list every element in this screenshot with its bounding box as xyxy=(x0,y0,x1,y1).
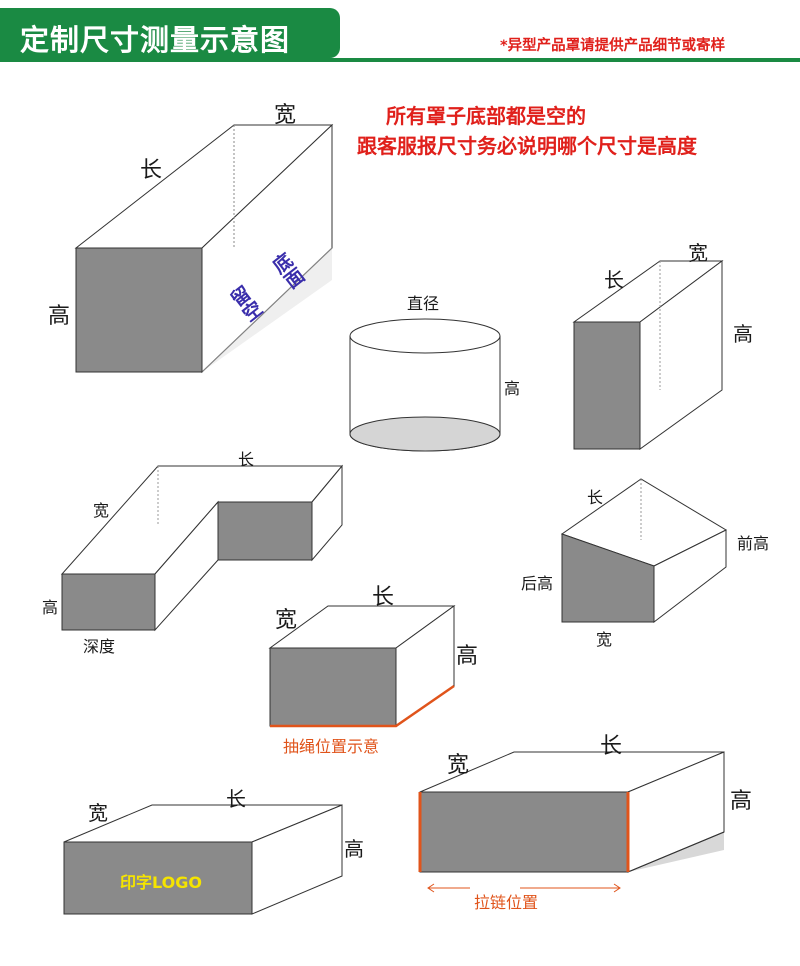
drawstring-diagram xyxy=(268,605,456,728)
lshape-depth-label: 深度 xyxy=(83,637,116,656)
zipper-diagram xyxy=(418,751,725,893)
slant-back-height-label: 后高 xyxy=(521,574,554,593)
title-underline xyxy=(0,58,800,62)
lshape-height-label: 高 xyxy=(42,598,59,617)
logo-box-length-label: 长 xyxy=(226,787,246,811)
box1-length-label: 长 xyxy=(140,158,163,183)
box1-bottom-edge xyxy=(201,247,333,373)
box1-front-face xyxy=(75,247,203,373)
box3-length-label: 长 xyxy=(604,268,624,292)
header: 定制尺寸测量示意图 *异型产品罩请提供产品细节或寄样 xyxy=(0,0,800,62)
lshape-end-face xyxy=(217,501,313,561)
slant-front-face xyxy=(561,533,655,623)
zipper-height-label: 高 xyxy=(730,789,753,814)
zipper-width-label: 宽 xyxy=(447,753,470,778)
slant-front-height-label: 前高 xyxy=(737,534,770,553)
drawstring-height-label: 高 xyxy=(456,644,479,669)
cylinder-height-label: 高 xyxy=(504,379,521,398)
logo-box-logo-text: 印字LOGO xyxy=(120,873,202,892)
drawstring-length-label: 长 xyxy=(372,585,395,610)
drawstring-line xyxy=(270,684,455,728)
logo-box-height-label: 高 xyxy=(344,837,364,861)
box3-height-label: 高 xyxy=(733,322,753,346)
box1-height-label: 高 xyxy=(48,304,71,329)
logo-box-front-face xyxy=(63,841,253,915)
header-note: *异型产品罩请提供产品细节或寄样 xyxy=(500,38,726,54)
cylinder-top xyxy=(349,318,501,354)
zipper-length-label: 长 xyxy=(600,734,623,759)
title-bar xyxy=(0,8,340,58)
page-title: 定制尺寸测量示意图 xyxy=(20,23,291,57)
logo-box-diagram xyxy=(63,804,343,915)
box3-width-label: 宽 xyxy=(688,241,708,265)
note-line-1: 所有罩子底部都是空的 xyxy=(386,104,586,128)
lshape-length-label: 长 xyxy=(238,450,255,469)
zipper-caption: 拉链位置 xyxy=(474,893,539,912)
box1-width-label: 宽 xyxy=(274,103,297,128)
slant-diagram xyxy=(560,478,728,624)
cylinder-diameter-label: 直径 xyxy=(407,294,440,313)
slant-length-label: 长 xyxy=(587,488,604,507)
box3-front-face xyxy=(573,321,641,450)
zipper-arrow xyxy=(427,883,621,893)
cylinder-bottom xyxy=(349,416,501,452)
cylinder-diagram xyxy=(349,318,501,452)
lshape-front-face xyxy=(61,573,156,631)
logo-box-width-label: 宽 xyxy=(88,801,108,825)
drawstring-caption: 抽绳位置示意 xyxy=(283,737,380,756)
lshape-width-label: 宽 xyxy=(93,501,110,520)
box1-diagram xyxy=(74,123,334,374)
lshape-diagram xyxy=(60,464,344,632)
slant-width-label: 宽 xyxy=(596,630,613,649)
drawstring-width-label: 宽 xyxy=(275,608,298,633)
note-line-2: 跟客服报尺寸务必说明哪个尺寸是高度 xyxy=(357,134,697,158)
drawstring-front-face xyxy=(269,647,397,727)
zipper-front-face xyxy=(419,791,629,873)
box3-diagram xyxy=(572,260,724,450)
